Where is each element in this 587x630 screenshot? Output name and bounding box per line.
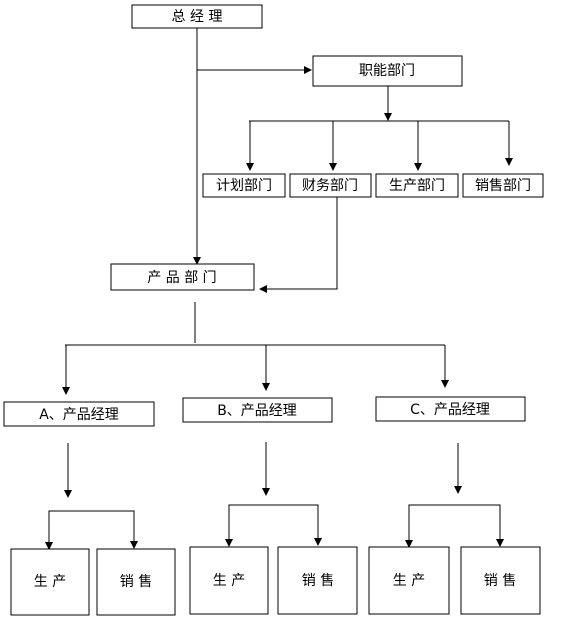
node-sales-c: 销 售 [460, 546, 541, 615]
node-product-manager-a-label: A、产品经理 [39, 407, 119, 423]
node-production-c-label: 生 产 [393, 573, 425, 589]
node-product-manager-c: C、产品经理 [375, 396, 526, 422]
node-sales-b: 销 售 [277, 546, 358, 615]
node-functional-dept-label: 职能部门 [359, 63, 415, 79]
node-functional-dept: 职能部门 [312, 55, 463, 87]
node-planning-dept-label: 计划部门 [216, 178, 272, 194]
node-finance-dept: 财务部门 [289, 173, 372, 198]
node-sales-c-label: 销 售 [484, 573, 516, 589]
node-finance-dept-label: 财务部门 [302, 178, 358, 194]
node-product-manager-c-label: C、产品经理 [410, 402, 490, 418]
node-sales-a-label: 销 售 [120, 574, 152, 590]
node-sales-a: 销 售 [96, 548, 176, 616]
node-sales-b-label: 销 售 [302, 573, 334, 589]
node-general-manager-label: 总 经 理 [172, 9, 223, 25]
node-sales-dept-label: 销售部门 [475, 178, 531, 194]
connector-a-bus [48, 510, 138, 549]
node-production-c: 生 产 [368, 546, 450, 615]
node-product-dept: 产 品 部 门 [110, 263, 255, 291]
node-general-manager: 总 经 理 [131, 4, 263, 29]
connector-c-bus [408, 504, 504, 547]
node-production-b: 生 产 [189, 546, 269, 615]
connectors [45, 28, 513, 550]
node-product-manager-a: A、产品经理 [3, 401, 155, 427]
node-production-a-label: 生 产 [34, 574, 66, 590]
node-production-dept: 生产部门 [375, 173, 459, 198]
node-production-a: 生 产 [10, 548, 90, 616]
node-sales-dept: 销售部门 [462, 173, 544, 198]
node-product-manager-b: B、产品经理 [182, 397, 333, 423]
node-product-manager-b-label: B、产品经理 [217, 403, 297, 419]
connector-b-bus [228, 504, 322, 546]
node-production-b-label: 生 产 [213, 573, 245, 589]
node-planning-dept: 计划部门 [202, 173, 286, 198]
connector-finance-to-product-dept [259, 197, 338, 293]
node-product-dept-label: 产 品 部 门 [147, 270, 216, 286]
node-production-dept-label: 生产部门 [389, 178, 445, 194]
